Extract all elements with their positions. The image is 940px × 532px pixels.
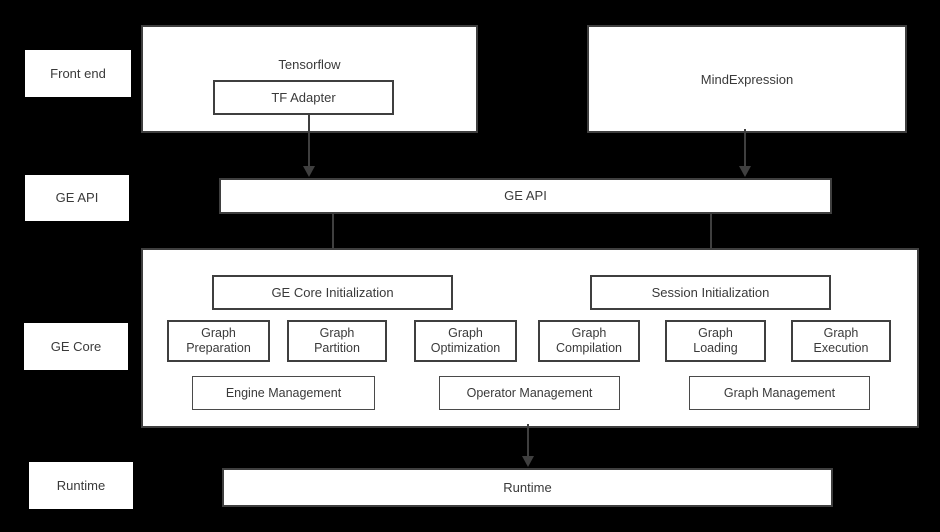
connector-ge-core-to-runtime bbox=[521, 424, 535, 472]
graph-management-box[interactable]: Graph Management bbox=[689, 376, 870, 410]
graph-optimization-box[interactable]: Graph Optimization bbox=[414, 320, 517, 362]
runtime-bar[interactable]: Runtime bbox=[222, 468, 833, 507]
connector-arrowhead bbox=[522, 456, 534, 467]
mindexpression-panel: MindExpression bbox=[587, 25, 907, 133]
connector-arrowhead bbox=[303, 166, 315, 177]
engine-management-box[interactable]: Engine Management bbox=[192, 376, 375, 410]
graph-optimization-label: Graph Optimization bbox=[430, 326, 501, 355]
session-initialization-label: Session Initialization bbox=[651, 284, 770, 300]
connector-line bbox=[527, 424, 529, 457]
tier-label-ge-api-text: GE API bbox=[55, 190, 99, 206]
mindexpression-title: MindExpression bbox=[700, 72, 794, 87]
graph-compilation-label: Graph Compilation bbox=[555, 326, 622, 355]
graph-partition-box[interactable]: Graph Partition bbox=[287, 320, 387, 362]
connector-arrowhead bbox=[739, 166, 751, 177]
runtime-bar-label: Runtime bbox=[503, 479, 552, 495]
tier-label-ge-api: GE API bbox=[25, 175, 129, 221]
tier-label-ge-core-text: GE Core bbox=[50, 338, 102, 354]
tier-label-runtime: Runtime bbox=[29, 462, 133, 509]
graph-management-label: Graph Management bbox=[723, 385, 836, 400]
ge-api-bar-label: GE API bbox=[504, 188, 547, 204]
tf-adapter-label: TF Adapter bbox=[271, 89, 336, 105]
connector-line bbox=[744, 129, 746, 167]
session-initialization-box[interactable]: Session Initialization bbox=[590, 275, 831, 310]
tier-label-runtime-text: Runtime bbox=[56, 477, 106, 493]
graph-loading-box[interactable]: Graph Loading bbox=[665, 320, 766, 362]
connector-mindexpression-to-ge-api bbox=[738, 129, 752, 179]
operator-management-label: Operator Management bbox=[466, 385, 593, 400]
operator-management-box[interactable]: Operator Management bbox=[439, 376, 620, 410]
connector-line bbox=[308, 114, 310, 167]
graph-compilation-box[interactable]: Graph Compilation bbox=[538, 320, 640, 362]
ge-api-bar[interactable]: GE API bbox=[219, 178, 832, 214]
tf-adapter-box[interactable]: TF Adapter bbox=[213, 80, 394, 115]
graph-preparation-label: Graph Preparation bbox=[186, 326, 251, 355]
graph-execution-label: Graph Execution bbox=[813, 326, 869, 355]
tier-label-ge-core: GE Core bbox=[24, 323, 128, 370]
graph-execution-box[interactable]: Graph Execution bbox=[791, 320, 891, 362]
tensorflow-title: Tensorflow bbox=[278, 57, 341, 72]
tier-label-front-end-text: Front end bbox=[50, 65, 106, 81]
ge-core-initialization-label: GE Core Initialization bbox=[271, 284, 394, 300]
connector-line bbox=[332, 214, 334, 264]
connector-tf-adapter-to-ge-api bbox=[302, 114, 316, 178]
engine-management-label: Engine Management bbox=[225, 385, 342, 400]
ge-core-initialization-box[interactable]: GE Core Initialization bbox=[212, 275, 453, 310]
graph-loading-label: Graph Loading bbox=[693, 326, 738, 355]
graph-preparation-box[interactable]: Graph Preparation bbox=[167, 320, 270, 362]
connector-line bbox=[710, 214, 712, 264]
tier-label-front-end: Front end bbox=[25, 50, 131, 97]
graph-partition-label: Graph Partition bbox=[314, 326, 360, 355]
